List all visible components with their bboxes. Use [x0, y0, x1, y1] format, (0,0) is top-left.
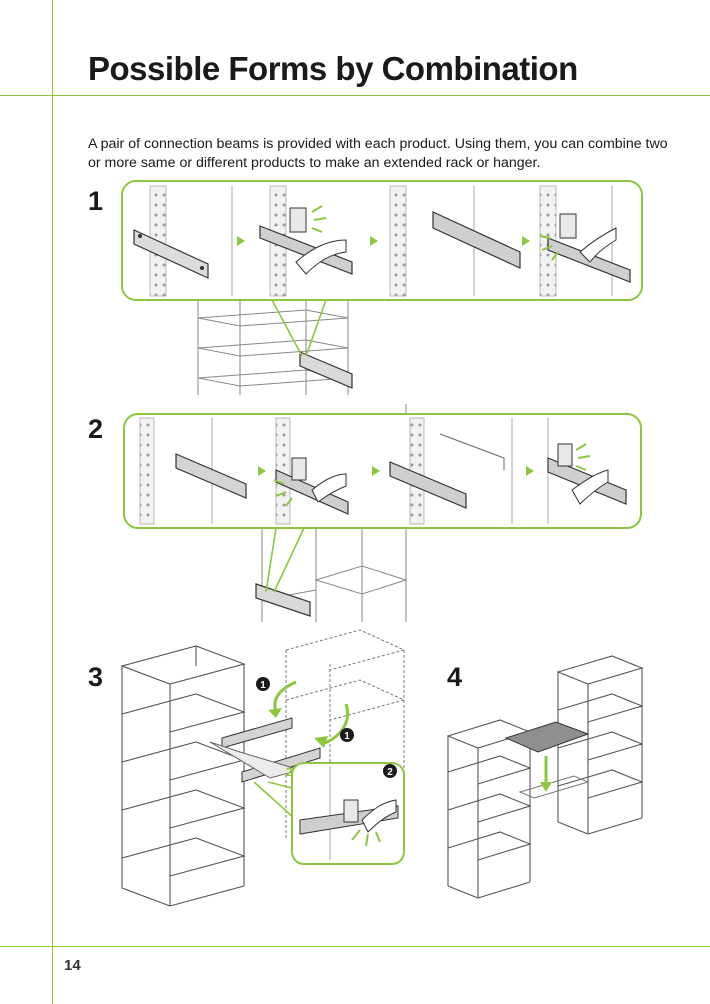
step3-badge-1a: 1 [256, 677, 270, 691]
step3-badge-1b: 1 [340, 728, 354, 742]
step-number-3: 3 [88, 662, 104, 692]
badge-1a-label: 1 [260, 680, 266, 691]
step3-arrowhead-2 [314, 736, 328, 748]
step3-left-rack [120, 645, 246, 907]
step3-arrowhead-1 [268, 708, 282, 718]
footer-rule [0, 946, 710, 947]
step-number-2: 2 [88, 414, 104, 444]
step1-callout-pointer [271, 299, 327, 357]
page-number: 14 [64, 957, 81, 974]
step1-background-rack [197, 300, 349, 395]
step2-beam-detail [255, 583, 311, 617]
step1-panel [121, 180, 643, 301]
step4-connecting-shelf [504, 721, 590, 799]
step3-beams [209, 717, 321, 783]
step4-left-rack [446, 719, 532, 899]
step4-right-rack [556, 655, 644, 835]
badge-1b-label: 1 [344, 731, 350, 742]
intro-paragraph: A pair of connection beams is provided w… [88, 136, 668, 171]
step3-detail-panel: 2 [291, 762, 405, 865]
step2-panel [123, 413, 642, 529]
badge-2-label: 2 [387, 767, 393, 778]
step1-beam-detail [299, 351, 353, 389]
page-title: Possible Forms by Combination [88, 50, 578, 87]
step-number-1: 1 [88, 186, 104, 216]
step-number-4: 4 [447, 662, 463, 692]
left-margin-rule [52, 0, 53, 1004]
header-rule [0, 95, 710, 96]
step2-callout-pointer [265, 527, 305, 593]
